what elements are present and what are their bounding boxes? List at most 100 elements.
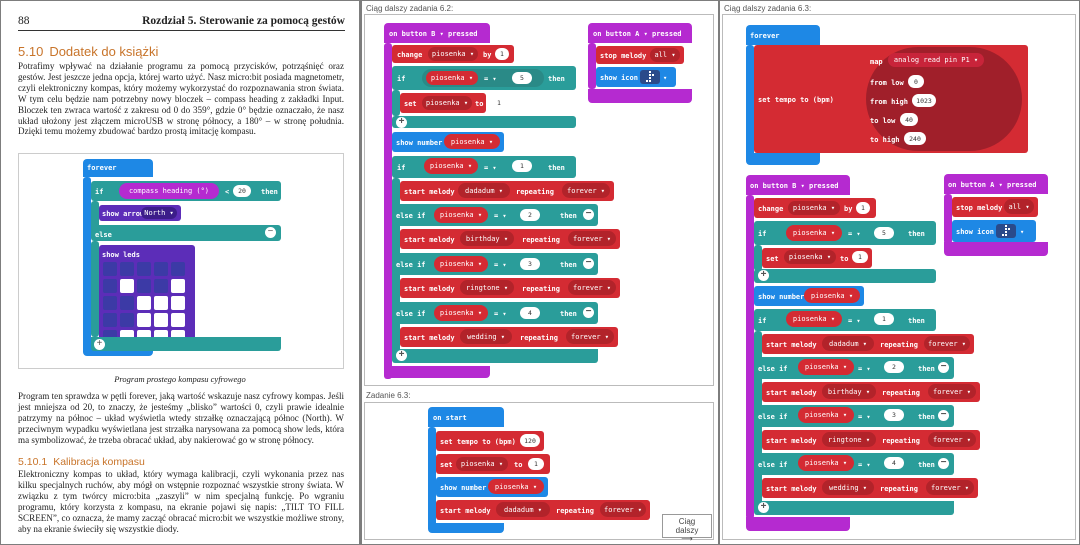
stop-dropdown[interactable]: all ▾ (650, 48, 680, 62)
melody-dropdown[interactable]: ringtone ▾ (822, 432, 876, 447)
var-reporter[interactable]: piosenka ▾ (798, 455, 854, 471)
repeat-dropdown[interactable]: forever ▾ (924, 336, 970, 351)
tempo-value[interactable]: 120 (520, 434, 540, 447)
var-dropdown[interactable]: piosenka ▾ (422, 96, 472, 110)
from-low-value[interactable]: 0 (908, 75, 924, 88)
repeat-dropdown[interactable]: forever ▾ (566, 329, 614, 344)
led-on[interactable] (154, 296, 168, 310)
led-off[interactable] (120, 296, 134, 310)
equals-dropdown[interactable]: = ▾ (848, 230, 861, 238)
melody-dropdown[interactable]: dadadum ▾ (822, 336, 874, 351)
var-reporter[interactable]: piosenka ▾ (804, 288, 860, 303)
compare-value[interactable]: 5 (874, 227, 894, 239)
add-branch-icon[interactable]: + (396, 117, 407, 128)
led-on[interactable] (154, 313, 168, 327)
var-dropdown[interactable]: piosenka ▾ (784, 250, 836, 264)
add-branch-icon[interactable]: + (94, 339, 105, 350)
var-reporter[interactable]: piosenka ▾ (798, 407, 854, 423)
equals-dropdown[interactable]: = ▾ (494, 261, 507, 269)
chevron-down-icon[interactable]: ▾ (1020, 228, 1025, 236)
set-value[interactable]: 1 (528, 458, 544, 470)
var-reporter[interactable]: piosenka ▾ (426, 71, 478, 85)
led-off[interactable] (137, 262, 151, 276)
led-on[interactable] (171, 279, 185, 293)
equals-dropdown[interactable]: = ▾ (848, 317, 861, 325)
remove-branch-icon[interactable]: − (583, 258, 594, 269)
remove-branch-icon[interactable]: − (583, 209, 594, 220)
add-branch-icon[interactable]: + (396, 350, 407, 361)
led-off[interactable] (120, 262, 134, 276)
melody-dropdown[interactable]: wedding ▾ (460, 329, 512, 344)
var-reporter[interactable]: piosenka ▾ (434, 305, 488, 321)
repeat-dropdown[interactable]: forever ▾ (600, 502, 646, 517)
compare-value[interactable]: 2 (520, 209, 540, 221)
to-low-value[interactable]: 40 (900, 113, 918, 126)
var-reporter[interactable]: piosenka ▾ (444, 134, 500, 149)
remove-branch-icon[interactable]: − (938, 458, 949, 469)
chevron-down-icon[interactable]: ▾ (663, 74, 668, 82)
var-dropdown[interactable]: piosenka ▾ (428, 47, 478, 61)
compare-value[interactable]: 3 (884, 409, 904, 421)
led-off[interactable] (154, 262, 168, 276)
compare-value[interactable]: 2 (884, 361, 904, 373)
north-dropdown[interactable]: North ▾ (141, 207, 177, 219)
led-on[interactable] (171, 296, 185, 310)
repeat-dropdown[interactable]: forever ▾ (928, 384, 976, 399)
var-dropdown[interactable]: piosenka ▾ (788, 201, 840, 215)
led-off[interactable] (171, 262, 185, 276)
equals-dropdown[interactable]: = ▾ (494, 212, 507, 220)
compare-value[interactable]: 3 (520, 258, 540, 270)
melody-dropdown[interactable]: ringtone ▾ (460, 280, 514, 295)
led-off[interactable] (120, 313, 134, 327)
led-off[interactable] (137, 279, 151, 293)
remove-branch-icon[interactable]: − (938, 410, 949, 421)
repeat-dropdown[interactable]: forever ▾ (926, 480, 974, 495)
melody-dropdown[interactable]: dadadum ▾ (458, 183, 510, 198)
music-note-icon[interactable] (996, 224, 1016, 238)
from-high-value[interactable]: 1023 (912, 94, 936, 107)
stop-dropdown[interactable]: all ▾ (1004, 199, 1034, 214)
compare-value[interactable]: 4 (520, 307, 540, 319)
equals-dropdown[interactable]: = ▾ (494, 310, 507, 318)
led-on[interactable] (137, 296, 151, 310)
led-off[interactable] (103, 279, 117, 293)
led-on[interactable] (120, 279, 134, 293)
led-off[interactable] (103, 313, 117, 327)
repeat-dropdown[interactable]: forever ▾ (568, 280, 616, 295)
equals-dropdown[interactable]: = ▾ (858, 413, 871, 421)
change-value[interactable]: 1 (856, 202, 870, 214)
remove-branch-icon[interactable]: − (938, 362, 949, 373)
add-branch-icon[interactable]: + (758, 502, 769, 513)
var-reporter[interactable]: piosenka ▾ (798, 359, 854, 375)
equals-dropdown[interactable]: = ▾ (858, 365, 871, 373)
change-value[interactable]: 1 (495, 48, 509, 60)
analog-read-block[interactable]: analog read pin P1 ▾ (888, 53, 984, 67)
melody-dropdown[interactable]: wedding ▾ (822, 480, 874, 495)
led-off[interactable] (103, 262, 117, 276)
remove-else-icon[interactable]: − (265, 227, 276, 238)
set-value[interactable]: 1 (492, 97, 506, 109)
music-note-icon[interactable] (640, 70, 660, 84)
var-reporter[interactable]: piosenka ▾ (424, 158, 478, 174)
var-reporter[interactable]: piosenka ▾ (786, 311, 842, 327)
led-off[interactable] (103, 296, 117, 310)
var-dropdown[interactable]: piosenka ▾ (456, 457, 508, 471)
led-on[interactable] (171, 313, 185, 327)
set-value[interactable]: 1 (852, 251, 868, 263)
melody-dropdown[interactable]: birthday ▾ (460, 231, 514, 246)
compare-value[interactable]: 1 (874, 313, 894, 325)
var-reporter[interactable]: piosenka ▾ (434, 256, 488, 272)
compare-value[interactable]: 4 (884, 457, 904, 469)
continue-button[interactable]: Ciąg dalszy⟶ (662, 514, 712, 543)
compare-value[interactable]: 1 (512, 160, 532, 172)
melody-dropdown[interactable]: dadadum ▾ (496, 502, 550, 517)
var-reporter[interactable]: piosenka ▾ (434, 207, 488, 223)
var-reporter[interactable]: piosenka ▾ (786, 225, 842, 241)
var-reporter[interactable]: piosenka ▾ (488, 479, 544, 494)
repeat-dropdown[interactable]: forever ▾ (928, 432, 976, 447)
led-on[interactable] (137, 313, 151, 327)
remove-branch-icon[interactable]: − (583, 307, 594, 318)
equals-dropdown[interactable]: = ▾ (484, 164, 497, 172)
led-off[interactable] (154, 279, 168, 293)
repeat-dropdown[interactable]: forever ▾ (568, 231, 616, 246)
